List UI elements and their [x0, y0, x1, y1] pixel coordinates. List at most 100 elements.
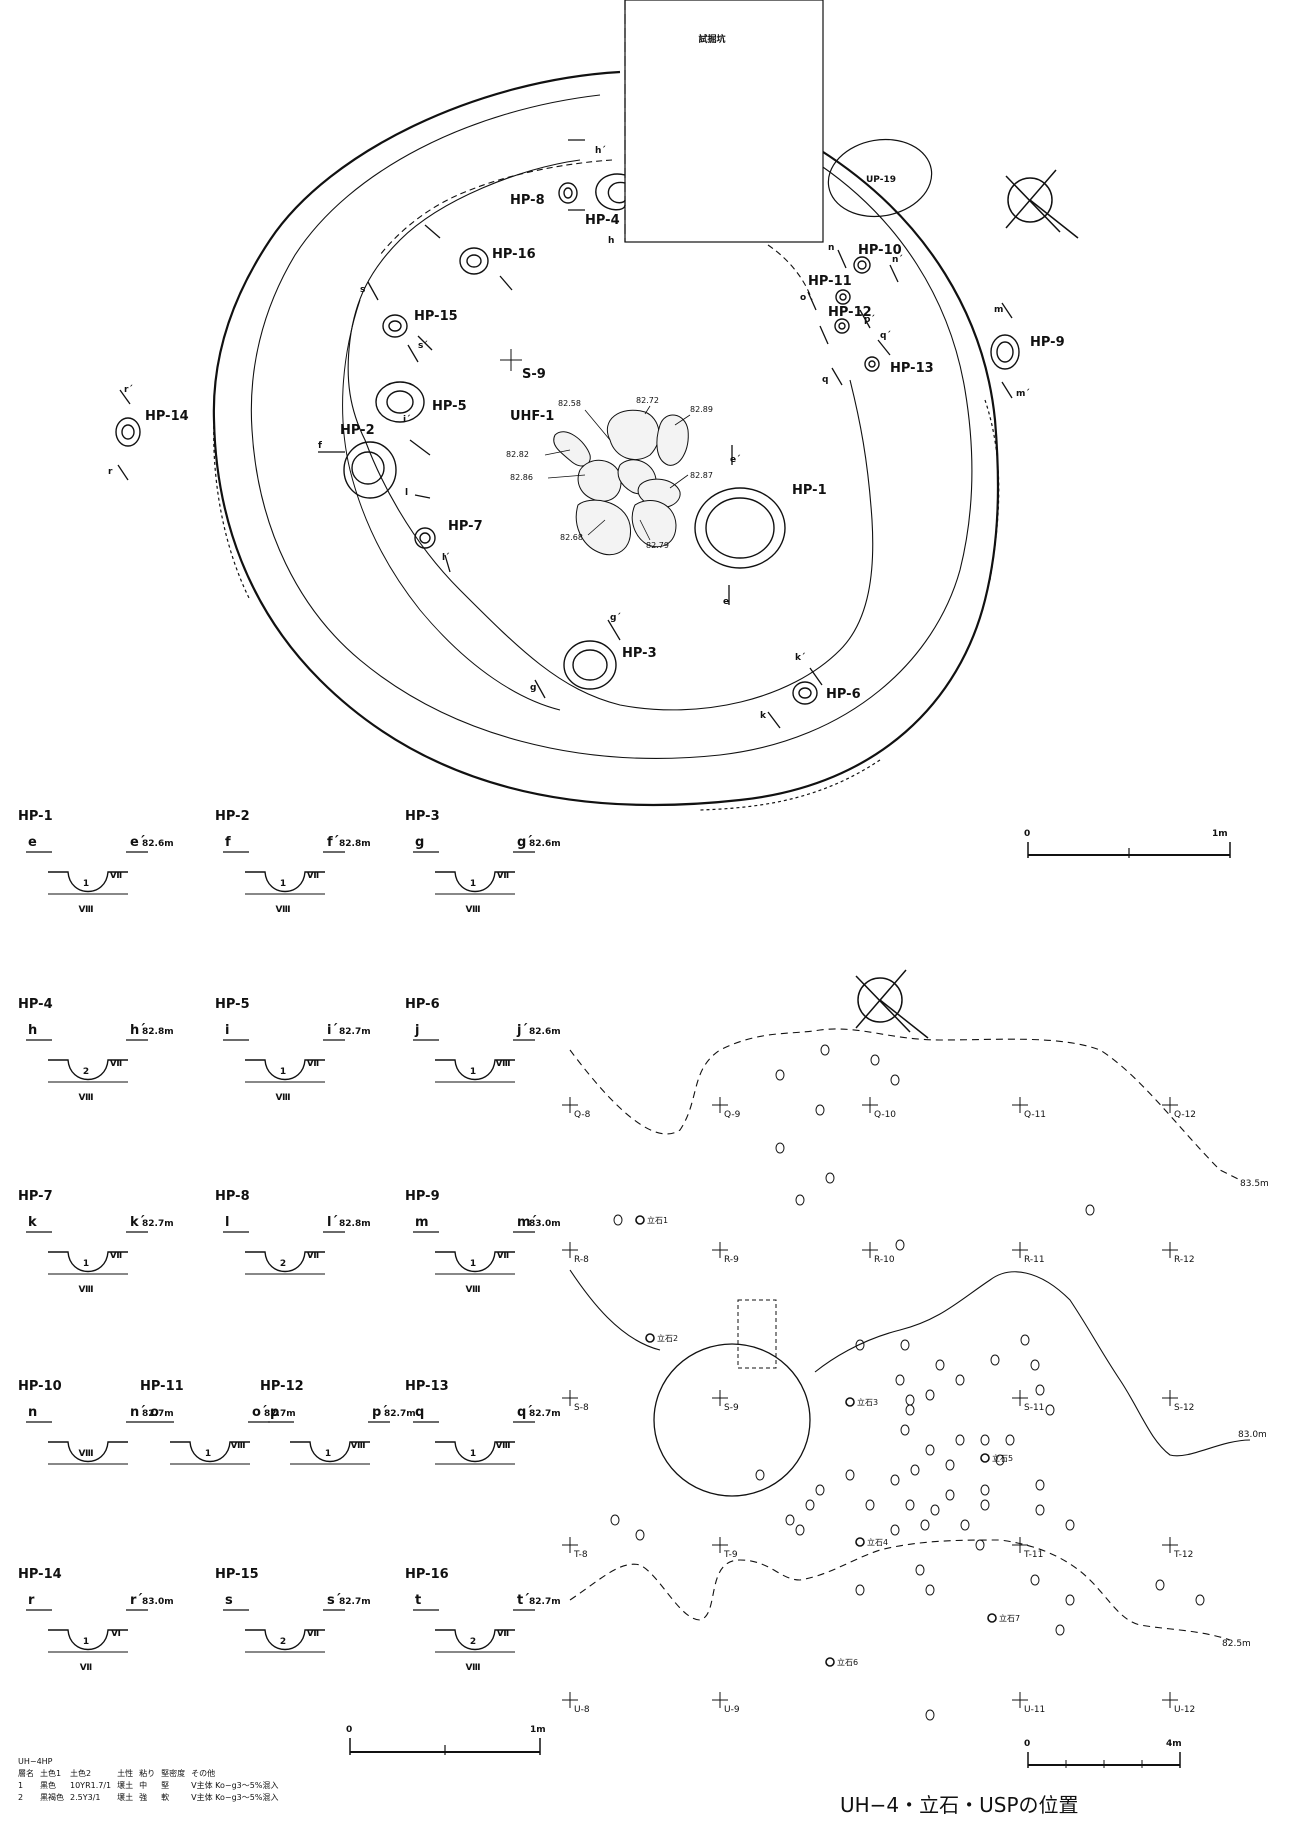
section-letter: e´ [730, 454, 741, 465]
pit-label: HP-14 [145, 409, 189, 424]
legend-cell: 黒褐色 [40, 1793, 64, 1802]
usp-pit [635, 1529, 645, 1541]
grid-point: Q-11 [1012, 1097, 1046, 1120]
section-profile [48, 871, 128, 893]
grid-label: R-12 [1174, 1255, 1195, 1265]
section-elevation: 82.8m [339, 839, 371, 849]
section-left-letter: g [415, 835, 424, 850]
section-profile [435, 871, 515, 893]
section-right-letter: l´ [327, 1215, 338, 1230]
pit-label: HP-3 [622, 646, 657, 661]
grid-label: T-8 [573, 1550, 588, 1560]
grid-label: Q-9 [724, 1110, 741, 1120]
grid-label: R-8 [574, 1255, 589, 1265]
legend-cell: 堅 [161, 1781, 170, 1790]
grid-point: Q-10 [862, 1097, 896, 1120]
usp-pit [935, 1359, 945, 1371]
section-letter: h [608, 236, 614, 246]
legend-header: 土色1 [40, 1769, 62, 1778]
section-elevation: 82.7m [529, 1409, 561, 1419]
section-title: HP-2 [215, 809, 250, 824]
hearth-elev: 82.58 [558, 399, 581, 408]
usp-pit [980, 1434, 990, 1446]
usp-pit [895, 1239, 905, 1251]
pit-label: HP-15 [414, 309, 458, 324]
section-left-letter: r [28, 1593, 35, 1608]
grid-point: T-8 [562, 1537, 588, 1560]
layer-label: Ⅷ [275, 905, 290, 915]
pit-hp2 [343, 441, 397, 499]
scale-bar-top: 0 1m [1024, 829, 1231, 858]
pit-hp10 [853, 256, 871, 274]
section-letter: f [318, 441, 322, 451]
legend-header: 土性 [117, 1769, 134, 1778]
legend-cell: 10YR1.7/1 [70, 1781, 112, 1790]
layer-label: Ⅷ [275, 1093, 290, 1103]
usp-pit [920, 1519, 930, 1531]
usp-pit [925, 1709, 935, 1721]
section-letter: n´ [892, 254, 903, 265]
scale-start: 0 [1024, 1739, 1030, 1749]
layer-label: Ⅶ [497, 1629, 509, 1639]
hearth-elevations: 82.58 82.72 82.89 82.82 82.86 82.87 82.6… [506, 396, 713, 550]
usp-pit [890, 1074, 900, 1086]
section-profile [48, 1251, 128, 1273]
usp-pit [890, 1474, 900, 1486]
grid-point: Q-9 [712, 1097, 741, 1120]
section-elevation: 82.8m [142, 1027, 174, 1037]
section-left-letter: h [28, 1023, 37, 1038]
layer-label: 1 [83, 1637, 89, 1647]
usp-pit [1035, 1384, 1045, 1396]
legend-header-row: 層名 土色1 土色2 土性 粘り 堅密度 その他 [18, 1768, 284, 1780]
grid-label: S-8 [574, 1403, 589, 1413]
usp-pit [775, 1142, 785, 1154]
usp-pit [1020, 1334, 1030, 1346]
pit-hp14 [115, 417, 141, 447]
contour-83-5 [569, 1028, 1241, 1181]
section-left-letter: k [28, 1215, 37, 1230]
pit-label: HP-16 [492, 247, 536, 262]
section-elevation: 82.7m [384, 1409, 416, 1419]
usp-pit [905, 1394, 915, 1406]
layer-label: 2 [470, 1637, 476, 1647]
section-letter: i´ [403, 414, 411, 425]
usp-pit [775, 1069, 785, 1081]
bench-line [347, 159, 874, 711]
grid-point: R-12 [1162, 1242, 1195, 1265]
grid-point: U-11 [1012, 1692, 1045, 1715]
pit-hp9 [990, 334, 1020, 370]
pit-label: HP-12 [828, 305, 872, 320]
pit-hp4 [595, 173, 626, 211]
legend-cell: Ⅴ主体 Ko−g3〜5%混入 [191, 1793, 279, 1802]
section-left-letter: e [28, 835, 37, 850]
stone-label: 立石7 [999, 1613, 1020, 1623]
usp-pit [613, 1214, 623, 1226]
section-letters: e´ e f g´ g h´ h i´ k´ k l l´ m m´ r´ r … [108, 145, 1030, 721]
pit-hp6 [792, 681, 818, 705]
section-profile [245, 1629, 325, 1651]
usp-pit [1195, 1594, 1205, 1606]
grid-label: S-12 [1174, 1403, 1194, 1413]
section-title: HP-13 [405, 1379, 449, 1394]
pit-hp12 [834, 318, 850, 334]
pit-label: HP-11 [808, 274, 852, 289]
pit-hp3 [563, 640, 617, 690]
section-right-letter: f´ [327, 835, 339, 850]
contour-83-0 [569, 1269, 1251, 1457]
contour-label: 83.5m [1240, 1179, 1269, 1189]
grid-point: U-8 [562, 1692, 590, 1715]
hearth-label: UHF-1 [510, 409, 554, 424]
stone-label: 立石4 [867, 1537, 888, 1547]
section-profile [290, 1441, 370, 1463]
section-letter: q [822, 375, 828, 385]
usp-pit [980, 1499, 990, 1511]
usp-pit [990, 1354, 1000, 1366]
contour-labels: 83.5m 83.0m 82.5m [1222, 1179, 1269, 1649]
